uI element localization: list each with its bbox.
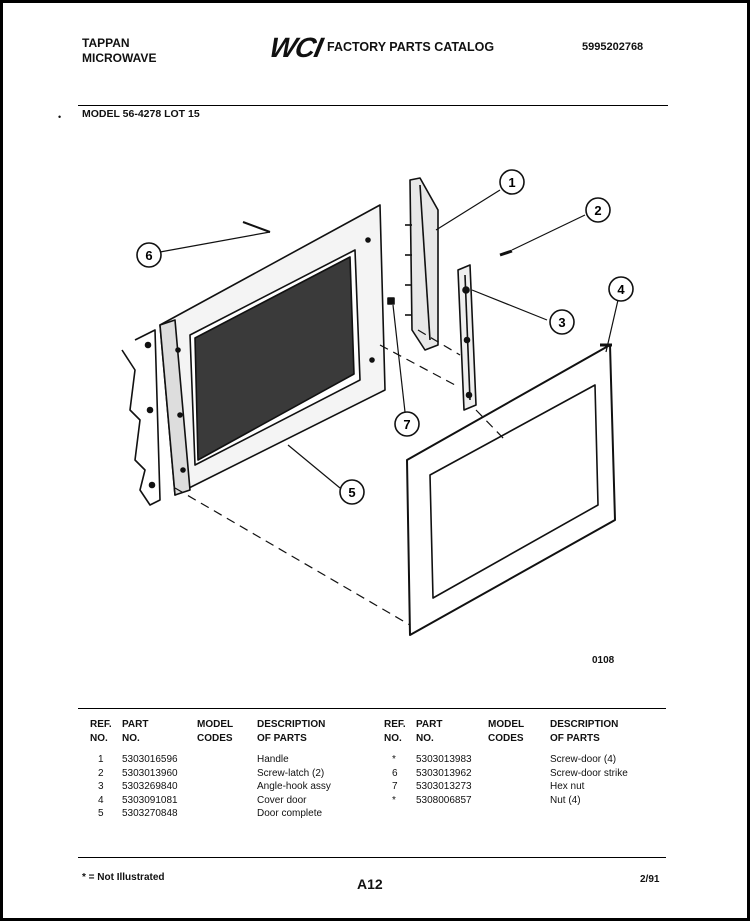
header-ref: REF. NO.	[90, 719, 112, 744]
page-number: A12	[357, 876, 383, 892]
ref-cell: 1	[98, 754, 104, 765]
description-cell: Door complete	[257, 808, 323, 819]
footnote: * = Not Illustrated	[82, 872, 165, 883]
header-part: PART NO.	[122, 719, 149, 744]
ref-cell: 6	[392, 767, 398, 779]
model-code-cell	[488, 780, 550, 794]
table-row: * 5303013983 Screw-door (4)	[384, 753, 670, 767]
hex-nut-part	[387, 297, 395, 305]
model-code-cell	[488, 794, 550, 808]
catalog-number: 5995202768	[582, 41, 644, 53]
svg-text:7: 7	[403, 417, 410, 432]
svg-text:3: 3	[558, 315, 565, 330]
table-row: 4 5303091081 Cover door	[90, 794, 377, 808]
model-line: MODEL 56-4278 LOT 15	[82, 108, 200, 120]
svg-text:1: 1	[508, 175, 515, 190]
brand-name: TAPPAN MICROWAVE	[82, 36, 156, 66]
table-header: REF. NO. PART NO. MODEL CODES DESCRIPTIO…	[384, 718, 670, 745]
revision-date: 2/91	[640, 874, 660, 885]
handle-part	[409, 177, 439, 351]
door-cover-window	[429, 384, 599, 599]
description-cell: Nut (4)	[550, 794, 581, 806]
header-desc: DESCRIPTION OF PARTS	[550, 719, 619, 744]
svg-text:6: 6	[145, 248, 152, 263]
description-cell: Hex nut	[550, 781, 585, 792]
header-desc: DESCRIPTION OF PARTS	[257, 719, 326, 744]
header-model: MODEL CODES	[197, 719, 234, 744]
part-number-cell: 5303270848	[122, 808, 178, 819]
part-number-cell: 5303013273	[416, 781, 472, 792]
description-cell: Cover door	[257, 794, 307, 806]
ref-cell: 4	[98, 794, 104, 806]
description-cell: Screw-latch (2)	[257, 767, 325, 779]
callout-4: 4	[608, 276, 634, 302]
table-rule-bottom	[78, 857, 666, 858]
model-code-cell	[197, 807, 257, 821]
exploded-diagram: 1 2 3 4 5 6 7	[121, 169, 634, 636]
margin-mark: •	[58, 112, 62, 122]
ref-cell: 5	[98, 808, 104, 819]
callout-1: 1	[499, 169, 525, 195]
description-cell: Angle-hook assy	[257, 781, 331, 792]
table-row: * 5308006857 Nut (4)	[384, 794, 670, 808]
parts-table-left: REF. NO. PART NO. MODEL CODES DESCRIPTIO…	[90, 718, 377, 821]
callout-5: 5	[339, 479, 365, 505]
svg-text:5: 5	[348, 485, 355, 500]
callout-3: 3	[549, 309, 575, 335]
header-ref: REF. NO.	[384, 719, 406, 744]
table-row: 7 5303013273 Hex nut	[384, 780, 670, 794]
model-code-cell	[488, 767, 550, 781]
header-part: PART NO.	[416, 719, 443, 744]
parts-table-right: REF. NO. PART NO. MODEL CODES DESCRIPTIO…	[384, 718, 670, 807]
svg-text:2: 2	[594, 203, 601, 218]
figure-code: 0108	[592, 655, 615, 666]
header-model: MODEL CODES	[488, 719, 525, 744]
door-frame-side	[159, 319, 191, 496]
ref-cell: 7	[392, 781, 398, 792]
brand-line-1: TAPPAN	[82, 36, 130, 50]
ref-cell: *	[392, 794, 396, 806]
part-number-cell: 5303269840	[122, 781, 178, 792]
svg-text:4: 4	[617, 282, 625, 297]
description-cell: Screw-door (4)	[550, 754, 617, 765]
brand-line-2: MICROWAVE	[82, 51, 157, 65]
model-rule	[78, 105, 668, 106]
part-number-cell: 5303013962	[416, 767, 472, 779]
table-row: 2 5303013960 Screw-latch (2)	[90, 767, 377, 781]
part-number-cell: 5303091081	[122, 794, 178, 806]
description-cell: Screw-door strike	[550, 767, 628, 779]
left-bracket	[121, 329, 161, 506]
catalog-title: FACTORY PARTS CATALOG	[327, 40, 495, 54]
door-screen-mesh	[194, 256, 355, 461]
screw-latch-part	[499, 249, 513, 257]
model-code-cell	[197, 794, 257, 808]
model-code-cell	[488, 753, 550, 767]
ref-cell: 2	[98, 767, 104, 779]
part-number-cell: 5308006857	[416, 794, 472, 806]
description-cell: Handle	[257, 754, 289, 765]
model-code-cell	[197, 780, 257, 794]
part-number-cell: 5303013960	[122, 767, 178, 779]
table-header: REF. NO. PART NO. MODEL CODES DESCRIPTIO…	[90, 718, 377, 745]
table-row: 6 5303013962 Screw-door strike	[384, 767, 670, 781]
callout-2: 2	[585, 197, 611, 223]
model-code-cell	[197, 753, 257, 767]
callout-7: 7	[394, 411, 420, 437]
model-code-cell	[197, 767, 257, 781]
ref-cell: *	[392, 754, 396, 765]
part-number-cell: 5303013983	[416, 754, 472, 765]
table-row: 5 5303270848 Door complete	[90, 807, 377, 821]
callout-6: 6	[136, 242, 162, 268]
part-number-cell: 5303016596	[122, 754, 178, 765]
table-rule-top	[78, 708, 666, 709]
ref-cell: 3	[98, 781, 104, 792]
table-row: 3 5303269840 Angle-hook assy	[90, 780, 377, 794]
table-row: 1 5303016596 Handle	[90, 753, 377, 767]
